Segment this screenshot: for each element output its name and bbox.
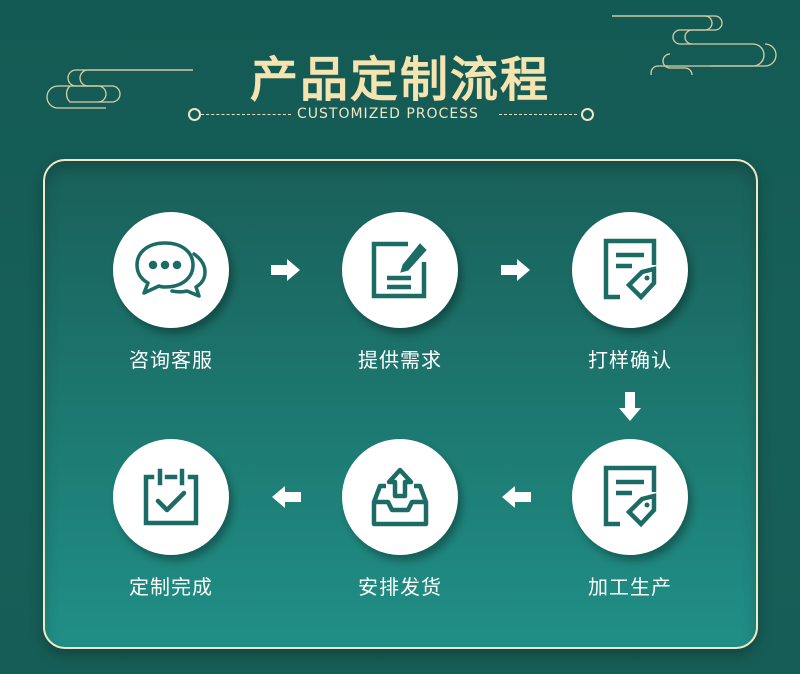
step-completed: 定制完成 bbox=[91, 439, 251, 600]
arrow-down-icon bbox=[619, 392, 641, 421]
arrow-left-icon bbox=[502, 486, 531, 508]
step-label: 定制完成 bbox=[129, 575, 213, 599]
step-circle bbox=[342, 439, 458, 555]
arrow-right-icon bbox=[271, 259, 300, 281]
dash-right bbox=[498, 113, 577, 115]
step-circle bbox=[113, 439, 229, 555]
step-circle bbox=[572, 439, 688, 555]
step-requirements: 提供需求 bbox=[320, 212, 480, 373]
step-sample-confirm: 打样确认 bbox=[550, 212, 710, 373]
step-circle bbox=[342, 212, 458, 328]
document-tag-icon bbox=[603, 465, 657, 528]
subtitle: CUSTOMIZED PROCESS bbox=[297, 106, 479, 122]
step-label: 提供需求 bbox=[358, 348, 442, 372]
step-shipping: 安排发货 bbox=[320, 439, 480, 600]
step-circle bbox=[572, 212, 688, 328]
chat-bubbles-icon bbox=[135, 241, 207, 298]
page-title: 产品定制流程 bbox=[249, 52, 550, 108]
document-tag-icon bbox=[603, 238, 657, 301]
dash-left bbox=[201, 113, 291, 115]
edit-document-icon bbox=[371, 241, 427, 299]
inbox-upload-icon bbox=[371, 467, 429, 527]
calendar-check-icon bbox=[143, 468, 199, 526]
step-circle bbox=[113, 212, 229, 328]
ring-left-icon bbox=[188, 107, 201, 121]
step-consult: 咨询客服 bbox=[91, 212, 251, 373]
cloud-decoration-right bbox=[612, 15, 777, 75]
step-label: 打样确认 bbox=[588, 348, 672, 372]
step-label: 安排发货 bbox=[358, 575, 442, 599]
step-label: 咨询客服 bbox=[129, 348, 213, 372]
step-production: 加工生产 bbox=[550, 439, 710, 600]
arrow-left-icon bbox=[272, 486, 301, 508]
subtitle-row: CUSTOMIZED PROCESS bbox=[188, 104, 604, 124]
step-label: 加工生产 bbox=[588, 575, 672, 599]
cloud-decoration-left bbox=[46, 69, 193, 109]
arrow-right-icon bbox=[501, 259, 530, 281]
ring-right-icon bbox=[580, 107, 594, 121]
